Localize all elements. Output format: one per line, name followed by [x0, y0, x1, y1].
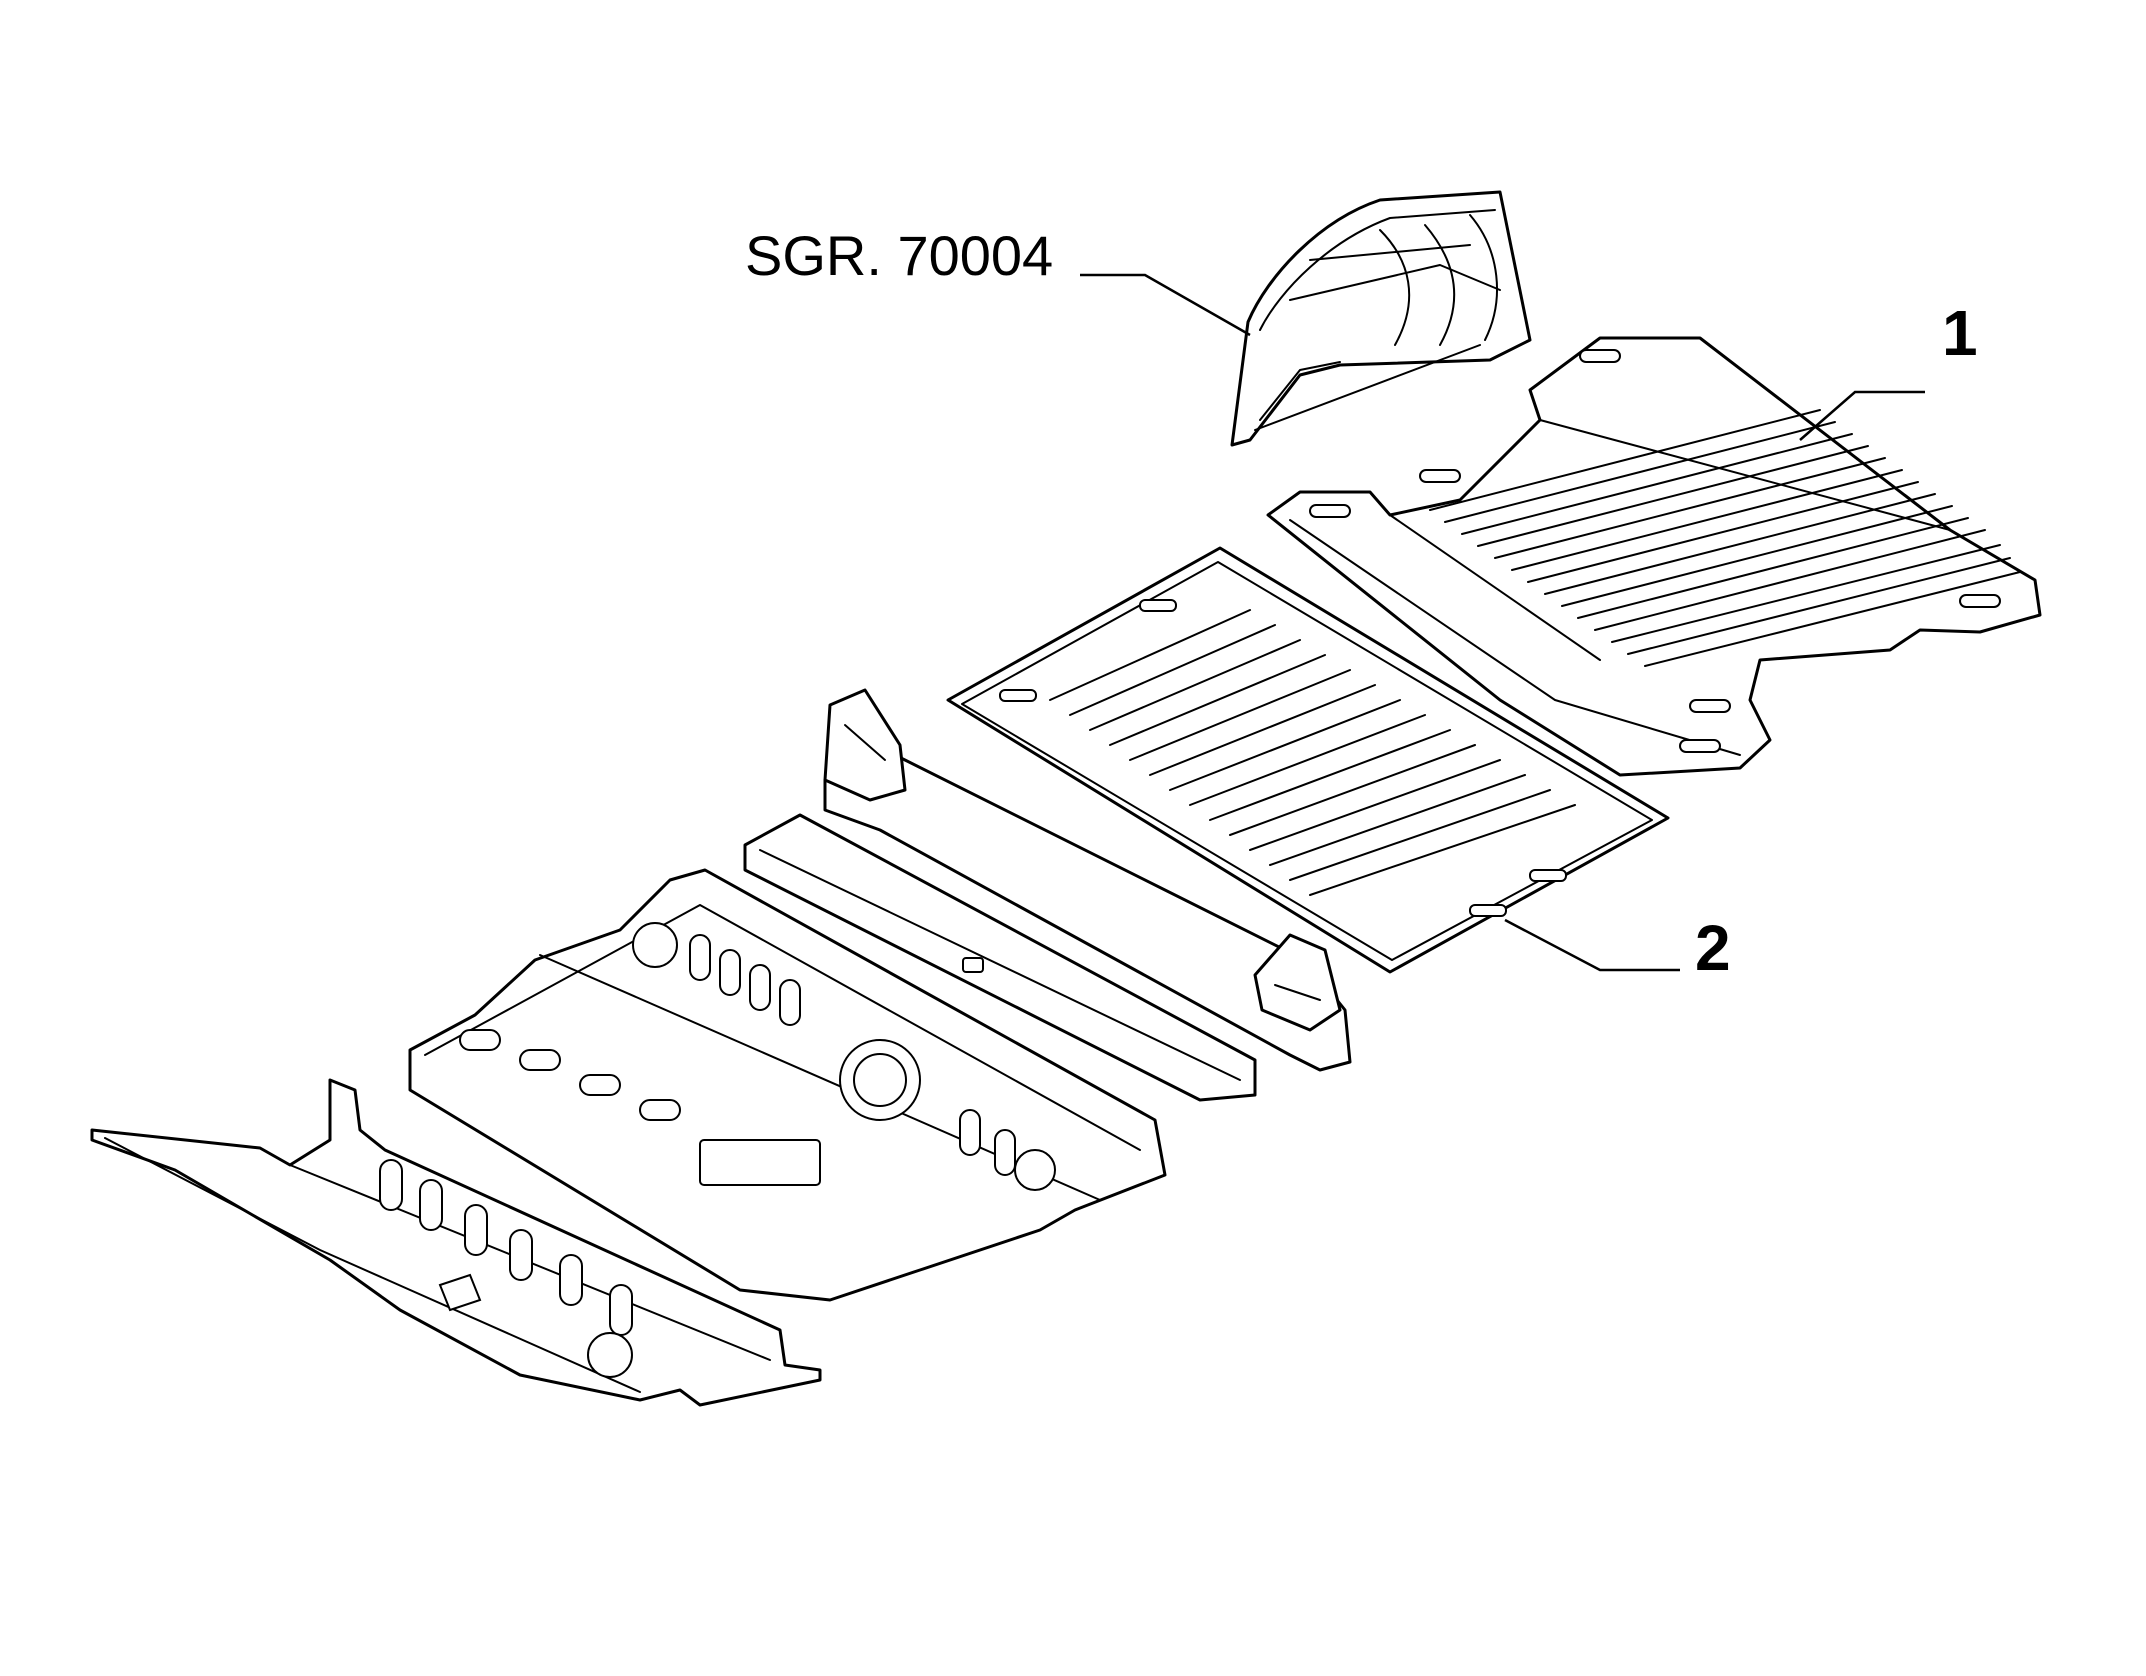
- central-floor-pan: [408, 868, 1167, 1302]
- middle-floor-ribs: [1049, 609, 1576, 896]
- front-pan-cutouts: [379, 1159, 633, 1378]
- leader-lines: [1080, 273, 1925, 972]
- callout-part-2: 2: [1695, 912, 1731, 984]
- callout-sgr-70004: SGR. 70004: [745, 224, 1053, 287]
- rear-floor-ribs: [1429, 409, 2021, 667]
- wheel-arch-housing: [1230, 190, 1532, 447]
- central-pan-cutouts: [459, 922, 1056, 1191]
- middle-load-floor-panel: [946, 546, 1670, 974]
- rear-load-floor-panel: [1266, 336, 2042, 777]
- front-floor-pan: [90, 1078, 822, 1407]
- cross-member: [743, 688, 1352, 1102]
- callout-part-1: 1: [1942, 297, 1978, 369]
